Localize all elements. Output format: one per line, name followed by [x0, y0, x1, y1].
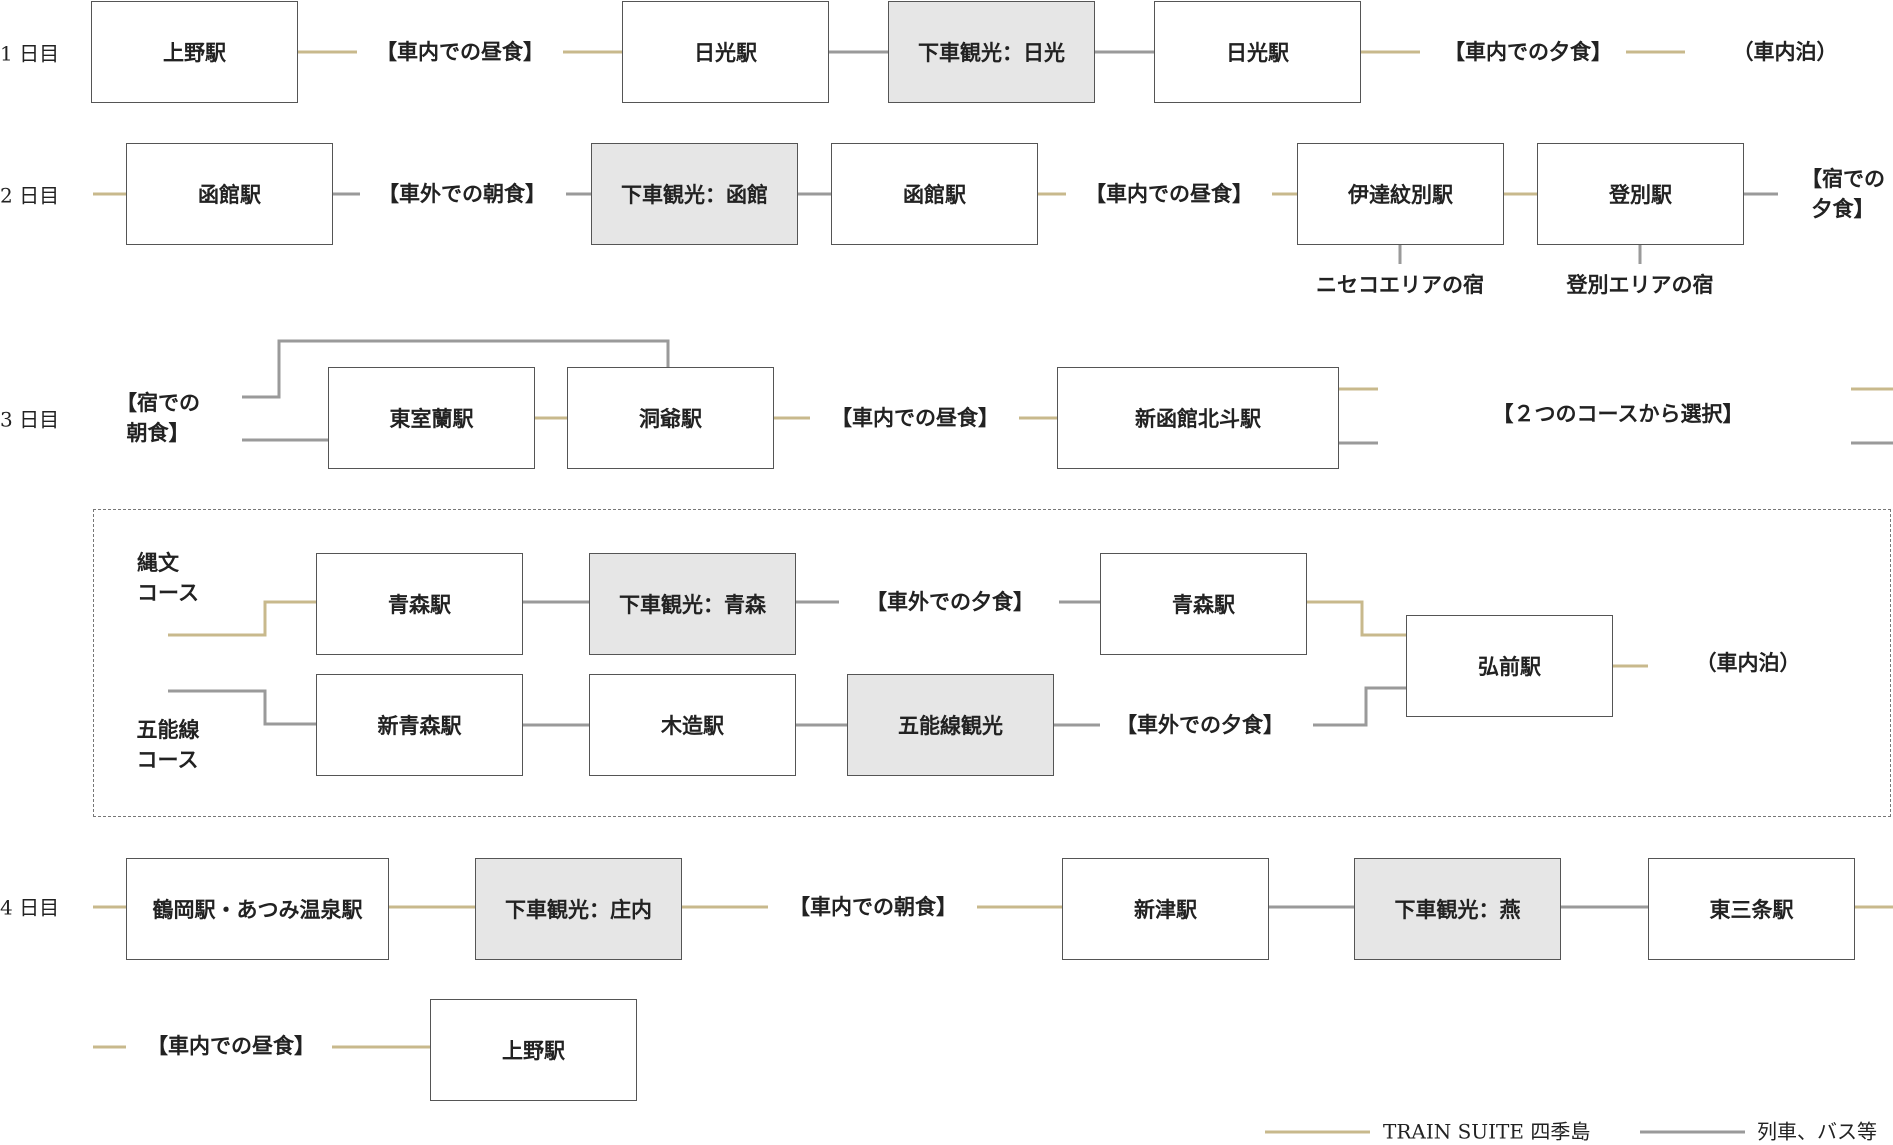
station-shin-aomori: 新青森駅	[316, 674, 523, 776]
meal-dinner-inn: 【宿での 夕食】	[1801, 166, 1885, 221]
station-nikko-return: 日光駅	[1154, 1, 1361, 103]
meal-lunch-onboard-3: 【車内での昼食】	[831, 405, 999, 430]
meal-dinner-offboard-b: 【車外での夕食】	[1116, 712, 1284, 737]
station-kizukuri: 木造駅	[589, 674, 796, 776]
station-niitsu: 新津駅	[1062, 858, 1269, 960]
meal-dinner-offboard-a: 【車外での夕食】	[866, 589, 1034, 614]
station-toya: 洞爺駅	[567, 367, 774, 469]
legend-label-train-suite: TRAIN SUITE 四季島	[1383, 1119, 1591, 1144]
station-higashi-sanjo: 東三条駅	[1648, 858, 1855, 960]
train-bus-connector-26	[168, 689, 316, 726]
station-ueno: 上野駅	[91, 1, 298, 103]
station-ueno-final: 上野駅	[430, 999, 637, 1101]
train-bus-connector-31	[1313, 686, 1406, 727]
course-label-jomon: 縄文 コース	[137, 550, 199, 605]
meal-lunch-onboard: 【車内での昼食】	[376, 39, 544, 64]
station-higashi-muroran: 東室蘭駅	[328, 367, 535, 469]
train-suite-connector-30	[1307, 600, 1406, 637]
station-shin-hakodate-hokuto: 新函館北斗駅	[1057, 367, 1339, 469]
station-tsuruoka-atsumi-onsen: 鶴岡駅・あつみ温泉駅	[126, 858, 389, 960]
inn-niseko-area: ニセコエリアの宿	[1316, 272, 1484, 297]
stay-onboard: （車内泊）	[1732, 39, 1838, 64]
sightseeing-shonai: 下車観光：庄内	[475, 858, 682, 960]
course-choice-note: 【２つのコースから選択】	[1492, 401, 1744, 426]
train-suite-connector-25	[168, 600, 316, 637]
day-4-label: 4 日目	[0, 895, 60, 920]
station-hirosaki: 弘前駅	[1406, 615, 1613, 717]
station-aomori-return: 青森駅	[1100, 553, 1307, 655]
station-date-mombetsu: 伊達紋別駅	[1297, 143, 1504, 245]
day-1-label: 1 日目	[0, 41, 60, 66]
course-selection-frame	[93, 509, 1891, 817]
sightseeing-aomori: 下車観光：青森	[589, 553, 796, 655]
meal-breakfast-inn: 【宿での 朝食】	[116, 390, 200, 445]
meal-lunch-onboard-2: 【車内での昼食】	[1085, 181, 1253, 206]
stay-onboard-2: （車内泊）	[1695, 650, 1801, 675]
meal-breakfast-onboard: 【車内での朝食】	[789, 894, 957, 919]
day-3-label: 3 日目	[0, 407, 60, 432]
day-2-label: 2 日目	[0, 183, 60, 208]
meal-lunch-onboard-4: 【車内での昼食】	[147, 1033, 315, 1058]
course-label-gono: 五能線 コース	[136, 717, 200, 772]
legend-label-train-bus: 列車、バス等	[1757, 1119, 1877, 1144]
train-bus-connector-16	[242, 339, 670, 399]
sightseeing-gono-line: 五能線観光	[847, 674, 1054, 776]
station-hakodate: 函館駅	[126, 143, 333, 245]
sightseeing-hakodate: 下車観光：函館	[591, 143, 798, 245]
station-aomori: 青森駅	[316, 553, 523, 655]
sightseeing-tsubame: 下車観光：燕	[1354, 858, 1561, 960]
sightseeing-nikko: 下車観光：日光	[888, 1, 1095, 103]
inn-noboribetsu-area: 登別エリアの宿	[1566, 272, 1714, 297]
station-hakodate-return: 函館駅	[831, 143, 1038, 245]
station-nikko: 日光駅	[622, 1, 829, 103]
station-noboribetsu: 登別駅	[1537, 143, 1744, 245]
meal-dinner-onboard: 【車内での夕食】	[1444, 39, 1612, 64]
meal-breakfast-offboard: 【車外での朝食】	[378, 181, 546, 206]
